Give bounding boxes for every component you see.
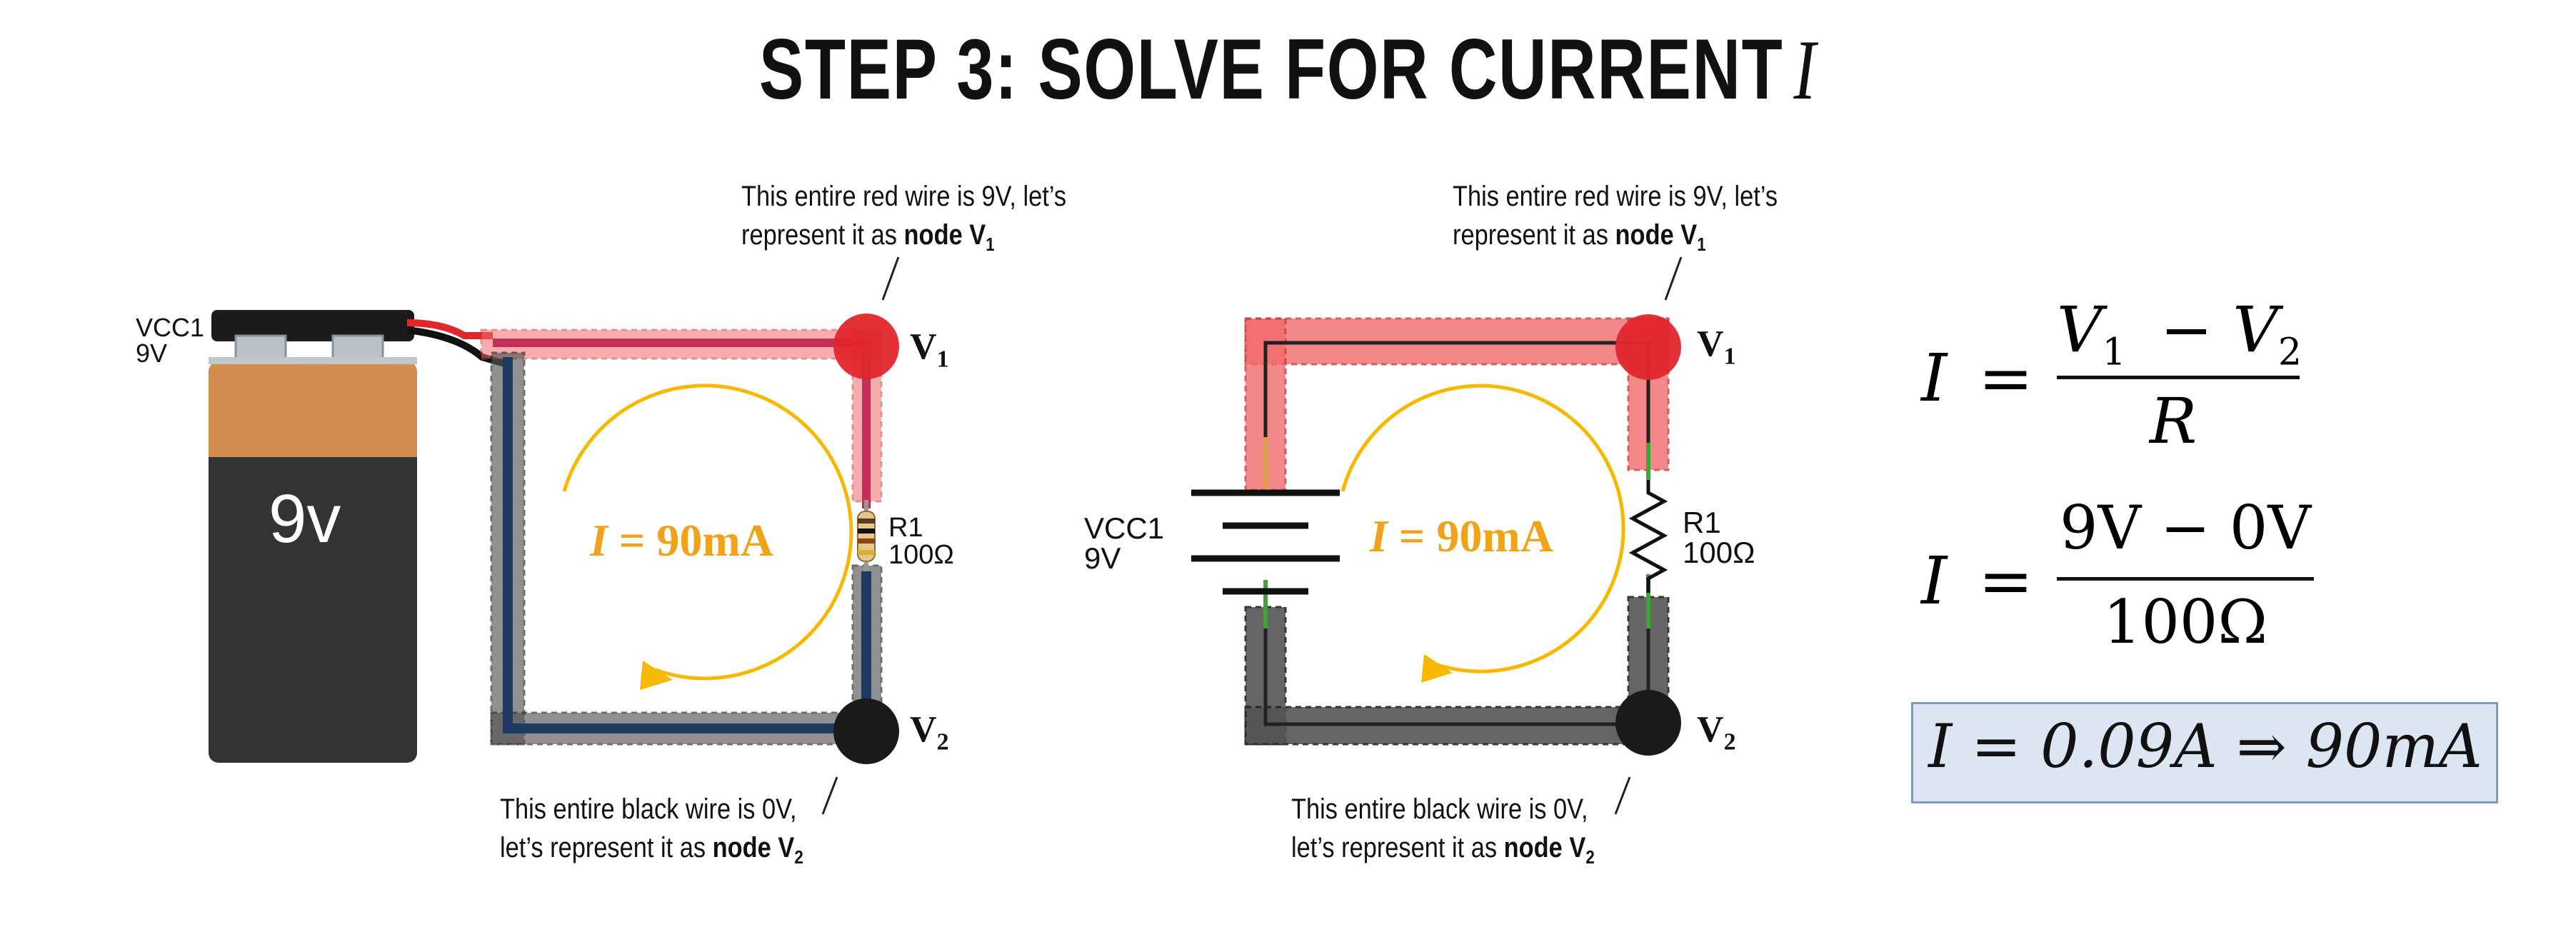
annotation-top-right: This entire red wire is 9V, let’s repres… [1453,177,1778,264]
r1-name-right: R1 [1683,506,1721,539]
ann-top-right-bold: node V [1615,219,1698,251]
current-arrow-right [1340,384,1625,673]
equation-3: I = 0.09A ⇒ 90mA [1928,711,2482,781]
ann-top-left-sub: 1 [986,234,995,255]
ann-top-left-line2: represent it as node V1 [741,216,1066,264]
ann-bottom-left-text: let’s represent it as [500,832,713,863]
current-label-left-value: = 90mA [607,515,773,566]
result-box [1911,702,2498,803]
eq1-minus: − [2160,293,2213,366]
ann-bottom-right-bold: node V [1503,832,1586,863]
vcc1-name-left: VCC1 [136,313,205,342]
ann-top-left-bold: node V [903,219,986,251]
vcc1-value-right: 9V [1084,541,1121,575]
resistor-r1-right [1628,480,1668,593]
node-v1-left-sub: 1 [936,346,949,373]
r1-name-left: R1 [888,513,923,543]
annotation-bottom-left: This entire black wire is 0V, let’s repr… [500,790,803,876]
ann-top-left-line1: This entire red wire is 9V, let’s [741,181,1067,212]
node-v1-label-right: V1 [1697,323,1736,370]
node-v2-left-name: V [910,709,937,750]
current-label-right: I = 90mA [1370,510,1553,563]
node-v1-label-left: V1 [910,326,949,373]
node-v1-left [833,314,899,379]
ann-bottom-right-sub: 2 [1585,846,1595,868]
node-v1-right [1615,314,1681,380]
node-v1-left-name: V [910,326,937,367]
eq1-num-b: V [2232,293,2278,366]
node-v2-label-left: V2 [910,708,949,756]
node-v2-right [1615,690,1681,756]
current-label-right-value: = 90mA [1387,511,1553,561]
annotation-bottom-right: This entire black wire is 0V, let’s repr… [1291,790,1595,876]
equation-1: I = V1 − V2 R [1921,293,2321,458]
eq1-numerator: V1 − V2 [2057,293,2302,374]
r1-value-left: 100Ω [888,540,954,570]
node-v2-left [833,698,899,764]
node-v2-label-right: V2 [1697,708,1736,756]
ann-bottom-left-line1: This entire black wire is 0V, [500,793,797,825]
ann-bottom-right-line1: This entire black wire is 0V, [1291,793,1588,825]
node-v1-right-name: V [1697,324,1724,364]
current-arrow-left [562,384,853,681]
ann-top-right-line2: represent it as node V1 [1453,216,1778,264]
eq1-equals: = [1978,340,2034,416]
ann-top-right-text: represent it as [1453,219,1615,251]
eq1-lhs: I [1921,340,1948,416]
r1-value-right: 100Ω [1683,536,1755,569]
battery-label: 9v [269,481,341,557]
ann-bottom-left-bold: node V [712,832,795,863]
equation-2: I = 9V − 0V 100Ω [1921,493,2335,657]
ann-bottom-right-line2: let’s represent it as node V2 [1291,828,1595,876]
eq1-denominator: R [2150,384,2197,458]
eq1-num-a-sub: 1 [2102,331,2126,374]
eq1-num-a: V [2057,293,2103,366]
eq2-numerator: 9V − 0V [2060,493,2311,563]
resistor-r1-left [857,500,876,571]
current-label-left: I = 90mA [590,514,773,567]
vcc1-name-right: VCC1 [1084,511,1165,545]
ann-top-right-sub: 1 [1697,234,1706,255]
eq2-equals: = [1978,543,2034,619]
ann-top-left-text: represent it as [741,219,904,251]
battery-9v [209,310,417,763]
annotation-top-left: This entire red wire is 9V, let’s repres… [741,177,1066,264]
eq2-fraction-bar [2057,577,2314,581]
node-v2-right-name: V [1697,709,1724,750]
current-label-left-var: I [590,515,608,566]
current-label-right-var: I [1370,511,1388,561]
ann-bottom-right-text: let’s represent it as [1291,832,1504,863]
eq2-denominator: 100Ω [2103,587,2267,657]
eq1-num-b-sub: 2 [2277,331,2302,374]
node-v2-left-sub: 2 [936,728,949,756]
eq2-lhs: I [1921,543,1948,619]
node-v1-right-sub: 1 [1723,343,1736,370]
ann-bottom-left-line2: let’s represent it as node V2 [500,828,803,876]
vcc1-value-left: 9V [136,339,168,368]
node-v2-right-sub: 2 [1723,728,1736,756]
eq1-fraction-bar [2057,376,2300,379]
ann-top-right-line1: This entire red wire is 9V, let’s [1453,181,1778,212]
source-symbol-right [1191,489,1340,595]
ann-bottom-left-sub: 2 [794,846,803,868]
title-text: STEP 3: SOLVE FOR CURRENT [758,21,1784,117]
title-variable: I [1793,22,1818,117]
